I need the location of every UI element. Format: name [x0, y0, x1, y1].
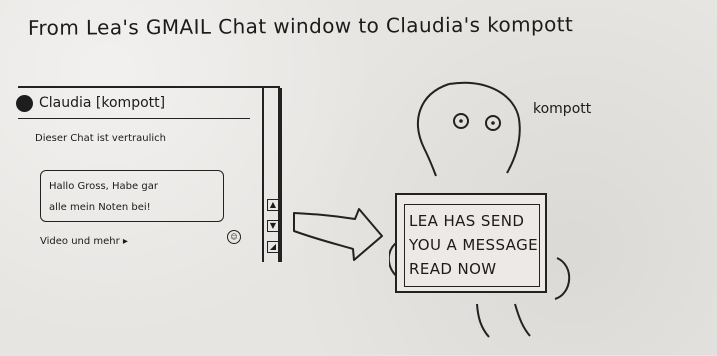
page-title: From Lea's GMAIL Chat window to Claudia'…: [27, 12, 574, 40]
status-dot-icon: [18, 96, 31, 110]
notice-line-1: LEA HAS SEND: [409, 212, 525, 230]
resize-handle-icon[interactable]: ◢: [267, 241, 279, 253]
chat-header-divider: [18, 118, 250, 119]
video-and-more-link[interactable]: Video und mehr ▸: [40, 236, 128, 247]
emoji-icon[interactable]: ☺: [227, 230, 241, 244]
message-line-2: alle mein Noten bei!: [49, 202, 151, 213]
chat-contact-name[interactable]: Claudia [kompott]: [39, 95, 166, 111]
notice-message[interactable]: LEA HAS SEND YOU A MESSAGE READ NOW: [404, 204, 540, 287]
kompott-label: kompott: [533, 101, 592, 117]
chat-window: [18, 86, 280, 262]
scroll-down-icon[interactable]: ▼: [267, 220, 279, 232]
chat-status-message: Dieser Chat ist vertraulich: [35, 133, 166, 144]
notice-line-2: YOU A MESSAGE: [409, 236, 538, 254]
chat-header: Claudia [kompott]: [18, 95, 165, 111]
message-bubble: Hallo Gross, Habe gar alle mein Noten be…: [40, 170, 224, 222]
chat-scrollbar[interactable]: [262, 88, 282, 262]
scroll-up-icon[interactable]: ▲: [267, 199, 279, 211]
notice-line-3[interactable]: READ NOW: [409, 260, 497, 278]
arrow-icon: [293, 208, 383, 261]
notice-board: [395, 193, 547, 293]
message-line-1: Hallo Gross, Habe gar: [49, 181, 158, 192]
